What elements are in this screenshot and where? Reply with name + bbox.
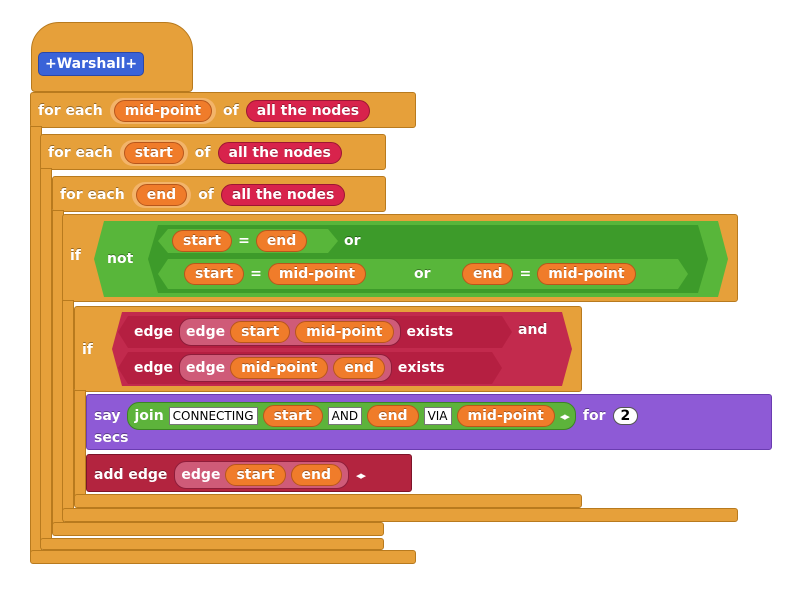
if-2-foot	[74, 494, 582, 508]
equals-label: =	[250, 266, 262, 282]
equals-label: =	[519, 266, 532, 282]
or-label: or	[414, 266, 431, 282]
edge-label: edge	[186, 360, 226, 376]
loop-1-foot	[30, 550, 416, 564]
for-each-loop-2[interactable]	[40, 134, 386, 170]
join-reporter[interactable]: join CONNECTING start AND end VIA mid-po…	[127, 402, 576, 430]
of-label: of	[194, 145, 211, 161]
loop-2-side	[40, 168, 52, 542]
edge-reporter[interactable]: edge start end	[174, 461, 350, 489]
variable-end[interactable]: end	[290, 464, 343, 486]
loop-3-foot	[52, 522, 384, 536]
equals-start-mid-point[interactable]: start = mid-point	[170, 262, 402, 286]
edge-label: edge	[186, 324, 226, 340]
edge-label: edge	[181, 467, 221, 483]
add-edge-label: add edge	[94, 467, 168, 483]
variable-mid-point[interactable]: mid-point	[295, 321, 393, 343]
say-row: say join CONNECTING start AND end VIA mi…	[94, 402, 639, 430]
variable-start[interactable]: start	[262, 405, 323, 427]
variable-start[interactable]: start	[184, 263, 244, 285]
variable-end[interactable]: end	[135, 184, 188, 206]
for-each-label: for each	[38, 103, 103, 119]
edge-reporter[interactable]: edge start mid-point	[179, 318, 400, 346]
variable-start[interactable]: start	[123, 142, 184, 164]
loop-3-row: for each end of all the nodes	[60, 182, 346, 208]
variable-start[interactable]: start	[172, 230, 232, 252]
loop-2-row: for each start of all the nodes	[48, 140, 342, 166]
secs-input[interactable]: 2	[612, 407, 639, 425]
if-2-side	[74, 390, 86, 502]
edge-reporter[interactable]: edge mid-point end	[179, 354, 392, 382]
add-edge-row: add edge edge start end ◂▸	[94, 461, 366, 489]
variable-end[interactable]: end	[367, 405, 419, 427]
edge-label: edge	[134, 360, 174, 376]
variable-mid-point[interactable]: mid-point	[456, 405, 555, 427]
text-slot-via[interactable]: VIA	[423, 407, 452, 425]
text-slot-connecting[interactable]: CONNECTING	[168, 407, 258, 425]
variadic-arrows-icon[interactable]: ◂▸	[559, 409, 570, 423]
if-1-side	[62, 300, 74, 514]
loop-1-row: for each mid-point of all the nodes	[38, 98, 371, 124]
and-label: and	[518, 322, 548, 338]
custom-block-prototype[interactable]: +Warshall+	[38, 52, 145, 76]
exists-label: exists	[406, 324, 454, 340]
join-label: join	[134, 408, 164, 424]
say-label: say	[94, 408, 121, 424]
of-label: of	[198, 187, 214, 203]
variable-end[interactable]: end	[256, 230, 307, 252]
of-label: of	[223, 103, 239, 119]
variable-mid-point[interactable]: mid-point	[230, 357, 328, 379]
variable-start[interactable]: start	[230, 321, 290, 343]
or-label: or	[344, 233, 361, 249]
for-label: for	[582, 408, 606, 424]
if-label: if	[70, 248, 81, 264]
text-slot-and[interactable]: AND	[327, 407, 363, 425]
for-each-label: for each	[60, 187, 125, 203]
if-label: if	[82, 342, 93, 358]
for-each-label: for each	[48, 145, 113, 161]
plus-icon[interactable]: +	[45, 56, 57, 72]
exists-label: exists	[397, 360, 445, 376]
equals-start-end[interactable]: start = end	[158, 229, 338, 253]
edge-exists-predicate-2[interactable]: edge edge mid-point end exists	[118, 352, 502, 384]
edge-label: edge	[134, 324, 174, 340]
variable-mid-point[interactable]: mid-point	[537, 263, 635, 285]
loop-2-foot	[40, 538, 384, 550]
block-name: Warshall	[56, 56, 126, 72]
variable-mid-point[interactable]: mid-point	[113, 100, 213, 122]
all-the-nodes-reporter[interactable]: all the nodes	[217, 142, 342, 164]
not-label: not	[107, 251, 134, 267]
all-the-nodes-reporter[interactable]: all the nodes	[220, 184, 346, 206]
variable-end[interactable]: end	[333, 357, 384, 379]
variable-end[interactable]: end	[462, 263, 513, 285]
all-the-nodes-reporter[interactable]: all the nodes	[245, 100, 371, 122]
plus-icon[interactable]: +	[125, 56, 138, 72]
edge-exists-predicate-1[interactable]: edge edge start mid-point exists	[118, 316, 512, 348]
variadic-arrows-icon[interactable]: ◂▸	[356, 468, 366, 482]
equals-label: =	[238, 233, 250, 249]
secs-label: secs	[94, 430, 129, 446]
equals-end-mid-point[interactable]: end = mid-point	[448, 262, 668, 286]
variable-mid-point[interactable]: mid-point	[268, 263, 366, 285]
if-1-foot	[62, 508, 738, 522]
hat-row: +Warshall+	[38, 52, 145, 76]
variable-start[interactable]: start	[225, 464, 286, 486]
